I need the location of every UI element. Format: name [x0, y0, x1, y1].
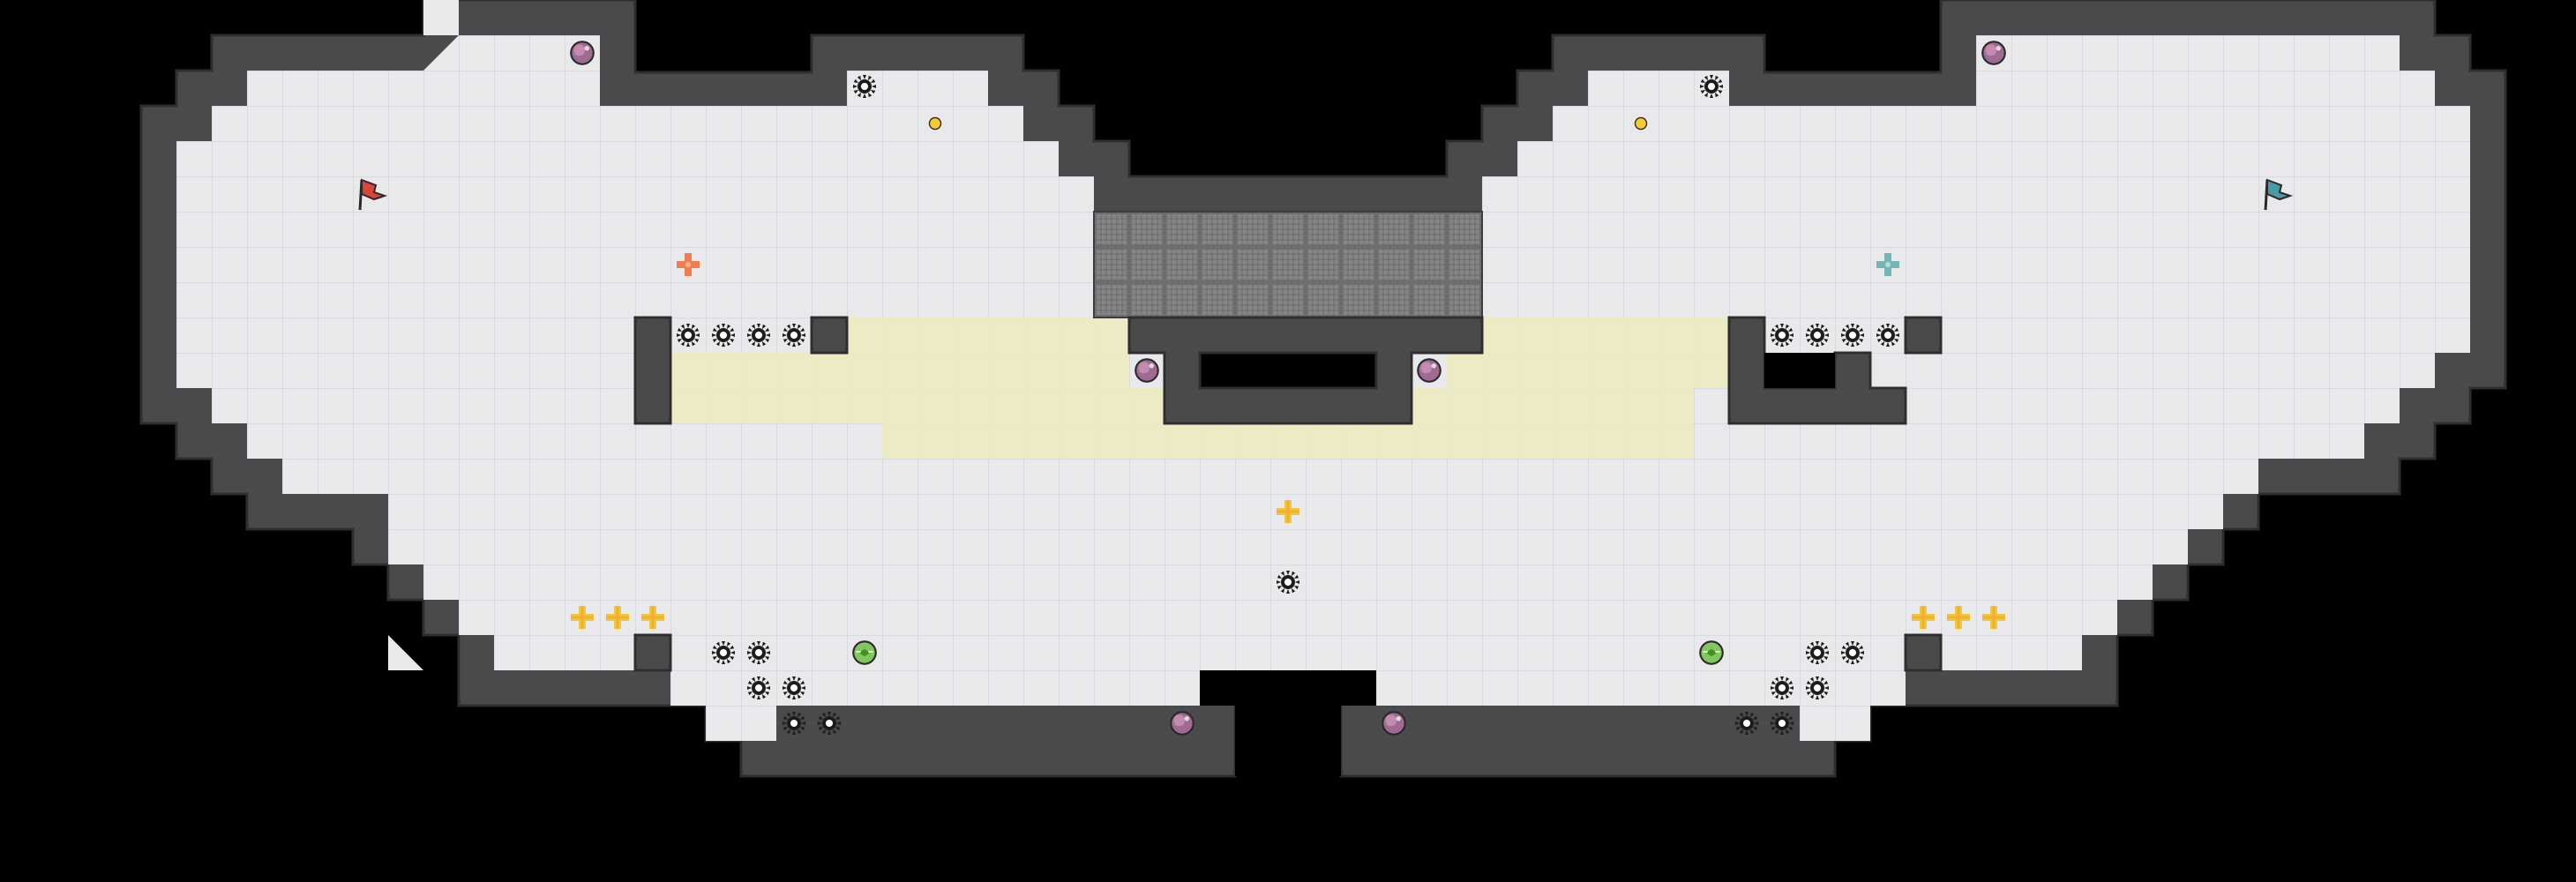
bomb-icon [1170, 711, 1194, 736]
bottom-notch [1235, 706, 1341, 776]
button-icon [928, 116, 942, 131]
inner-walls [633, 316, 1943, 706]
bomb-icon [570, 41, 595, 65]
boost-icon [1698, 639, 1725, 666]
bomb-icon [1417, 358, 1442, 383]
bomb-icon [1981, 41, 2006, 65]
center-grate [1093, 211, 1483, 318]
bomb-icon [1382, 711, 1406, 736]
red-flag-icon [358, 178, 388, 211]
blue-flag-icon [2264, 178, 2294, 211]
boost-icon [851, 639, 878, 666]
bomb-icon [1134, 358, 1159, 383]
button-icon [1634, 116, 1648, 131]
entities [358, 41, 2294, 736]
